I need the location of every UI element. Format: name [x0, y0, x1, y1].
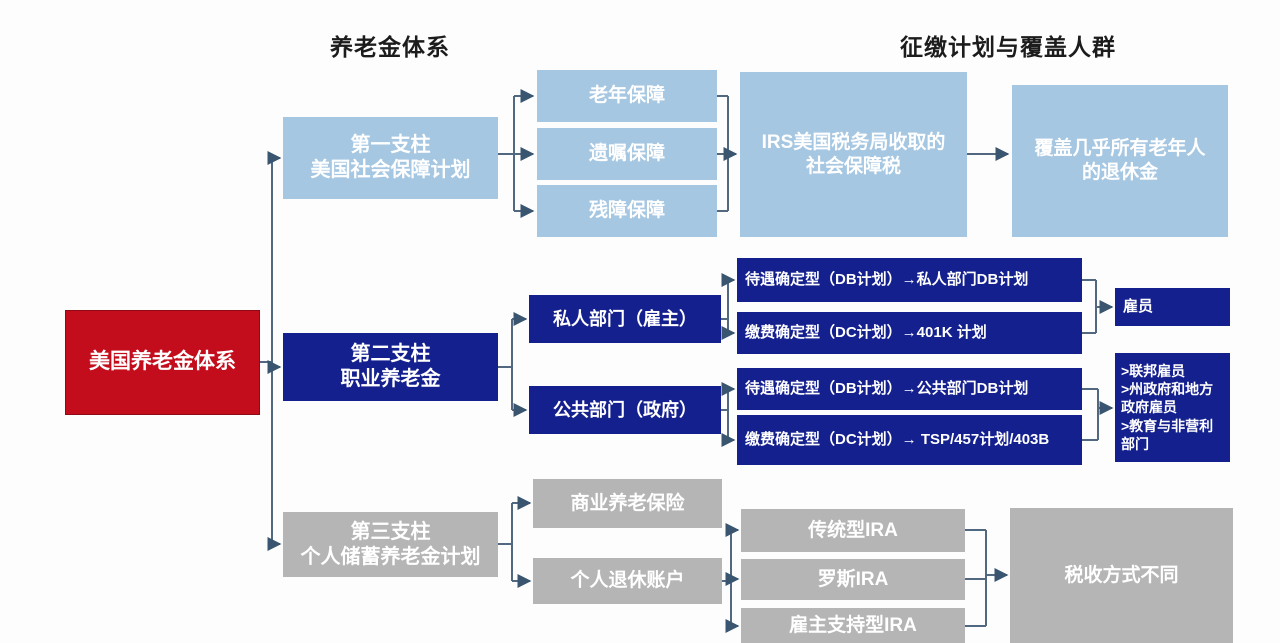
- pillar1-title: 第一支柱: [350, 134, 431, 156]
- coverage-public-line1: >联邦雇员: [1121, 363, 1186, 380]
- coverage-public-line3: >教育与非营利部门: [1121, 417, 1214, 452]
- commercial-insurance-box: 商业养老保险: [533, 479, 722, 528]
- benefit-box-survivor: 遗嘱保障: [537, 128, 717, 180]
- ira-type-employer: 雇主支持型IRA: [741, 608, 965, 643]
- irs-tax-line1: IRS美国税务局收取的: [761, 131, 946, 153]
- pillar1-subtitle: 美国社会保障计划: [310, 159, 471, 181]
- root-box-us-pension-system: 美国养老金体系: [65, 310, 260, 415]
- plan-box-private-dc-401k: 缴费确定型（DC计划）→401K 计划: [737, 312, 1082, 354]
- ira-type-traditional: 传统型IRA: [741, 509, 965, 552]
- benefit-box-disability: 残障保障: [537, 185, 717, 237]
- pillar3-subtitle: 个人储蓄养老金计划: [300, 545, 481, 568]
- pillar3-title: 第三支柱: [350, 520, 431, 543]
- coverage-box-employees: 雇员: [1115, 288, 1230, 326]
- public-sector-box: 公共部门（政府）: [529, 386, 721, 434]
- column-header-pension-system: 养老金体系: [330, 34, 450, 60]
- plan-box-private-db: 待遇确定型（DB计划）→私人部门DB计划: [737, 258, 1082, 302]
- private-sector-box: 私人部门（雇主）: [529, 295, 721, 343]
- pillar1-coverage-box: 覆盖几乎所有老年人 的退休金: [1012, 85, 1228, 237]
- benefit-box-old-age: 老年保障: [537, 70, 717, 122]
- plan-box-public-dc-tsp: 缴费确定型（DC计划）→ TSP/457计划/403B: [737, 415, 1082, 465]
- plan-box-public-db: 待遇确定型（DB计划）→公共部门DB计划: [737, 368, 1082, 410]
- tax-treatment-box: 税收方式不同: [1010, 508, 1233, 643]
- ira-account-box: 个人退休账户: [533, 558, 722, 604]
- pillar1-coverage-line1: 覆盖几乎所有老年人: [1034, 138, 1206, 160]
- pillar2-subtitle: 职业养老金: [340, 368, 441, 390]
- irs-tax-box: IRS美国税务局收取的 社会保障税: [740, 72, 967, 237]
- pillar3-box: 第三支柱 个人储蓄养老金计划: [283, 512, 498, 577]
- pillar1-box: 第一支柱 美国社会保障计划: [283, 117, 498, 199]
- pillar2-box: 第二支柱 职业养老金: [283, 333, 498, 401]
- coverage-public-line2: >州政府和地方政府雇员: [1121, 381, 1214, 416]
- pillar2-title: 第二支柱: [350, 343, 431, 365]
- column-header-plans-coverage: 征缴计划与覆盖人群: [900, 34, 1116, 60]
- irs-tax-line2: 社会保障税: [805, 155, 901, 177]
- coverage-box-public-groups: >联邦雇员 >州政府和地方政府雇员 >教育与非营利部门: [1115, 353, 1230, 462]
- pillar1-coverage-line2: 的退休金: [1081, 162, 1158, 183]
- ira-type-roth: 罗斯IRA: [741, 559, 965, 600]
